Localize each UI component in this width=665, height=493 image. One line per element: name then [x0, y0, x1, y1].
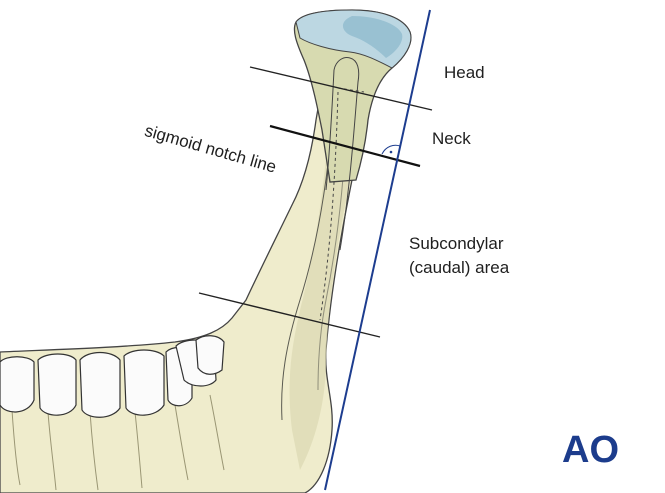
ramus-tangent-line	[324, 9, 431, 491]
condylar-head-cartilage-dark	[342, 16, 403, 58]
subcondylar-lower-line	[198, 292, 381, 338]
condyle-inner-outline-left	[325, 69, 335, 191]
ramus-shading	[289, 110, 356, 470]
tooth-1	[0, 356, 35, 413]
teeth-row	[0, 335, 225, 418]
ao-logo-text: AO	[562, 429, 619, 468]
head-line	[249, 66, 433, 111]
label-subcondylar-1: Subcondylar	[409, 234, 504, 253]
tooth-roots	[11, 394, 225, 491]
tooth-4	[123, 349, 165, 416]
tooth-3	[79, 351, 121, 418]
tooth-2	[37, 353, 77, 416]
label-neck: Neck	[432, 129, 471, 148]
condyle-inner-outline	[333, 57, 360, 251]
sigmoid-notch-line	[269, 124, 421, 168]
ao-logo: AO	[562, 429, 619, 468]
right-angle-marker	[381, 144, 401, 155]
right-angle-dot	[389, 150, 393, 154]
condyle-axis-dashed-line	[319, 87, 365, 321]
tooth-7	[195, 335, 225, 375]
label-subcondylar-2: (caudal) area	[409, 258, 510, 277]
label-head: Head	[444, 63, 485, 82]
